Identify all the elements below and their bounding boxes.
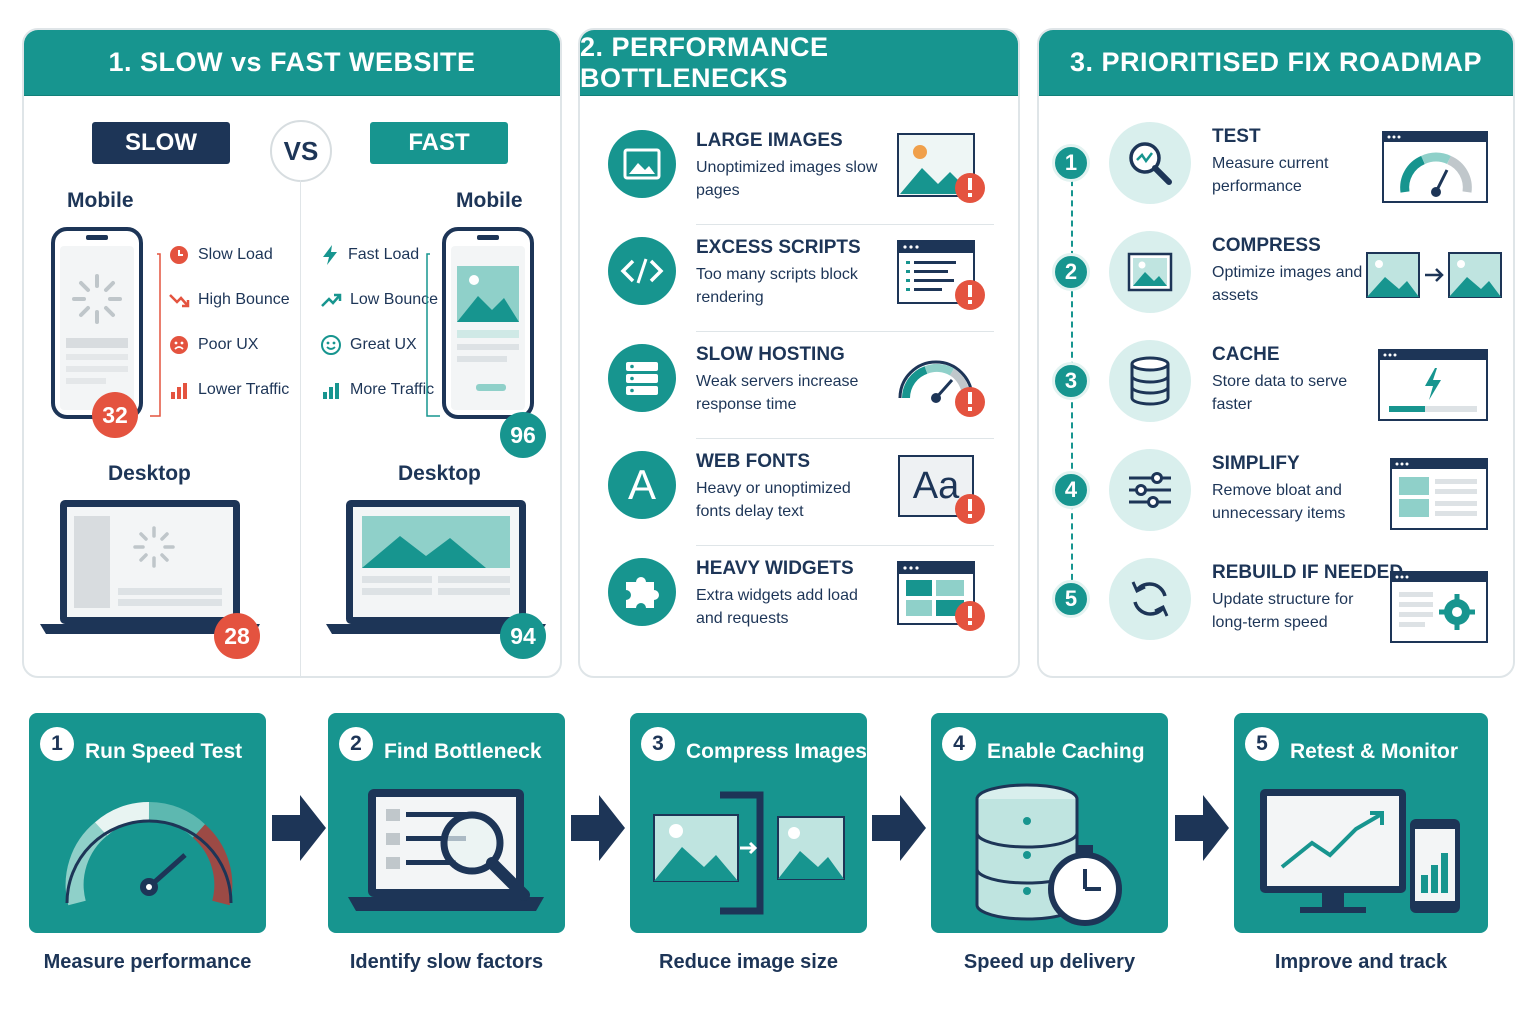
panel-title: 2. PERFORMANCE BOTTLENECKS [580,30,1018,96]
fast-metric-4: More Traffic [320,379,434,401]
image-icon [1109,231,1191,313]
fast-metric-1: Fast Load [320,244,419,266]
roadmap-step-simplify: 4 SIMPLIFY Remove bloat and unnecessary … [1039,449,1513,558]
step-number: 4 [1052,471,1090,509]
puzzle-icon [608,558,676,626]
simplify-window-illustration [1390,458,1488,530]
flow-step-compress-images: 3 Compress Images [630,713,867,933]
fast-metric-3: Great UX [320,334,417,356]
step-caption: Speed up delivery [963,951,1136,973]
compress-images-illustration [1366,252,1502,298]
step-number: 5 [1245,727,1279,761]
roadmap-step-compress: 2 COMPRESS Optimize images and assets [1039,231,1513,340]
roadmap-step-rebuild: 5 REBUILD IF NEEDED Update structure for… [1039,558,1513,667]
smile-face-icon [321,335,341,355]
slow-mobile-label: Mobile [67,189,134,212]
step-number: 5 [1052,580,1090,618]
slow-laptop-illustration [40,500,260,634]
step-caption: Improve and track [1274,951,1448,973]
image-compress-icon [653,791,845,915]
bottleneck-excess-scripts: EXCESS SCRIPTS Too many scripts block re… [580,225,1018,332]
step-caption: Identify slow factors [349,951,544,973]
divider [300,180,301,676]
fast-laptop-illustration [326,500,546,634]
fast-desktop-label: Desktop [398,462,481,485]
warning-font-illustration: Aa [896,453,992,529]
step-caption: Reduce image size [659,951,838,973]
font-icon: A [608,451,676,519]
step-number: 1 [1052,144,1090,182]
slow-metric-4: Lower Traffic [168,379,289,401]
bar-chart-icon [171,383,187,399]
step-number: 1 [40,727,74,761]
bottleneck-heavy-widgets: HEAVY WIDGETS Extra widgets add load and… [580,546,1018,653]
bar-chart-icon [323,383,339,399]
cache-window-illustration [1378,349,1488,421]
step-number: 2 [339,727,373,761]
laptop-magnifier-icon [348,789,544,911]
lightning-icon [323,245,337,265]
roadmap-step-test: 1 TEST Measure current performance [1039,122,1513,231]
slow-vs-fast-panel: 1. SLOW vs FAST WEBSITE SLOW VS FAST Mob… [22,28,562,678]
slow-phone-illustration [51,227,161,419]
magnifier-icon [1109,122,1191,204]
flow-step-find-bottleneck: 2 Find Bottleneck [328,713,565,933]
slow-desktop-score: 28 [214,613,260,659]
sliders-icon [1109,449,1191,531]
panel-title: 1. SLOW vs FAST WEBSITE [24,30,560,96]
fast-mobile-label: Mobile [456,189,523,212]
warning-image-illustration [897,133,985,203]
fast-phone-illustration [426,227,534,419]
fast-tag: FAST [370,122,508,164]
slow-metric-2: High Bounce [168,289,290,311]
flow-step-enable-caching: 4 Enable Caching [931,713,1168,933]
step-number: 4 [942,727,976,761]
arrow-right-icon [571,795,625,861]
step-number: 3 [1052,362,1090,400]
warning-script-illustration [897,240,985,310]
trend-down-icon [169,294,190,308]
step-number: 2 [1052,253,1090,291]
speedometer-icon [65,801,233,906]
code-icon [608,237,676,305]
database-stopwatch-icon [975,783,1122,926]
step-number: 3 [641,727,675,761]
monitor-growth-icon [1260,789,1460,913]
warning-gauge-illustration [898,360,985,417]
flow-step-retest-monitor: 5 Retest & Monitor [1234,713,1488,933]
rebuild-window-illustration [1390,571,1488,643]
slow-mobile-score: 32 [92,392,138,438]
slow-metric-1: Slow Load [168,244,273,266]
arrow-right-icon [272,795,326,861]
flow-step-run-speed-test: 1 Run Speed Test [29,713,266,933]
sad-face-icon [170,336,188,354]
roadmap-panel: 3. PRIORITISED FIX ROADMAP 1 TEST Measur… [1037,28,1515,678]
fast-mobile-score: 96 [500,412,546,458]
bottleneck-slow-hosting: SLOW HOSTING Weak servers increase respo… [580,332,1018,439]
vs-badge: VS [270,120,332,182]
bottlenecks-panel: 2. PERFORMANCE BOTTLENECKS LARGE IMAGES … [578,28,1020,678]
fast-desktop-score: 94 [500,613,546,659]
arrow-right-icon [1175,795,1229,861]
bottleneck-large-images: LARGE IMAGES Unoptimized images slow pag… [580,118,1018,225]
refresh-icon [1109,558,1191,640]
trend-up-icon [321,293,342,307]
slow-desktop-label: Desktop [108,462,191,485]
warning-widgets-illustration [897,561,985,631]
slow-tag: SLOW [92,122,230,164]
server-icon [608,344,676,412]
slow-metric-3: Poor UX [168,334,258,356]
image-icon [608,130,676,198]
database-icon [1109,340,1191,422]
step-caption: Measure performance [43,951,252,973]
clock-icon [170,246,188,264]
bottleneck-web-fonts: A WEB FONTS Heavy or unoptimized fonts d… [580,439,1018,546]
alert-icon [955,494,985,524]
arrow-right-icon [872,795,926,861]
fast-metric-2: Low Bounce [320,289,438,311]
panel-title: 3. PRIORITISED FIX ROADMAP [1039,30,1513,96]
roadmap-step-cache: 3 CACHE Store data to serve faster [1039,340,1513,449]
gauge-window-illustration [1382,131,1488,203]
